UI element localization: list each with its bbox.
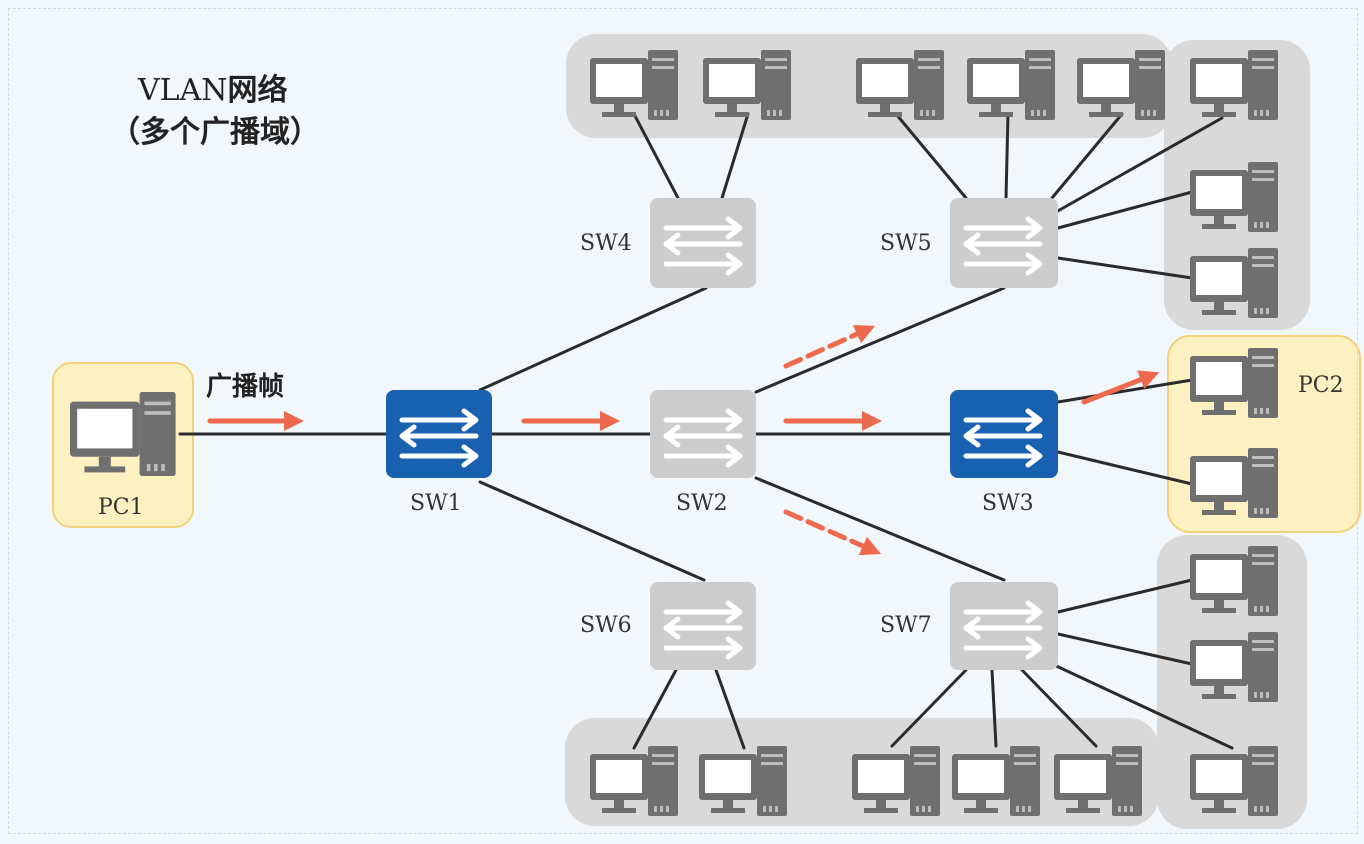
sw1-label: SW1	[410, 491, 462, 516]
frame-border	[8, 8, 1358, 834]
sw7-label: SW7	[880, 613, 932, 638]
sw4-label: SW4	[580, 231, 632, 256]
arrow-sw2-sw5-dashed	[783, 324, 876, 369]
arrow-sw3-pc2	[1081, 370, 1160, 405]
broadcast-arrows	[207, 324, 1160, 556]
switch-sw6	[650, 582, 756, 670]
switch-sw3	[950, 390, 1058, 478]
switch-sw4	[650, 198, 756, 288]
switch-sw5	[950, 198, 1058, 288]
switch-sw1	[386, 390, 492, 478]
pc1-label: PC1	[98, 495, 144, 520]
links	[178, 112, 1234, 750]
sw3-label: SW3	[982, 491, 1034, 516]
pc2-label: PC2	[1298, 373, 1344, 398]
sw6-label: SW6	[580, 613, 632, 638]
title-prefix: VLAN	[138, 73, 228, 108]
title-subtitle: （多个广播域）	[110, 115, 320, 150]
frame-label: 广播帧	[206, 372, 284, 402]
sw5-label: SW5	[880, 231, 932, 256]
switch-sw2	[650, 390, 756, 478]
switch-sw7	[950, 582, 1058, 670]
sw2-label: SW2	[676, 491, 728, 516]
title-suffix: 网络	[227, 73, 288, 108]
diagram-title: VLAN网络 （多个广播域）	[110, 70, 320, 154]
arrow-sw2-sw7-dashed	[783, 509, 882, 556]
